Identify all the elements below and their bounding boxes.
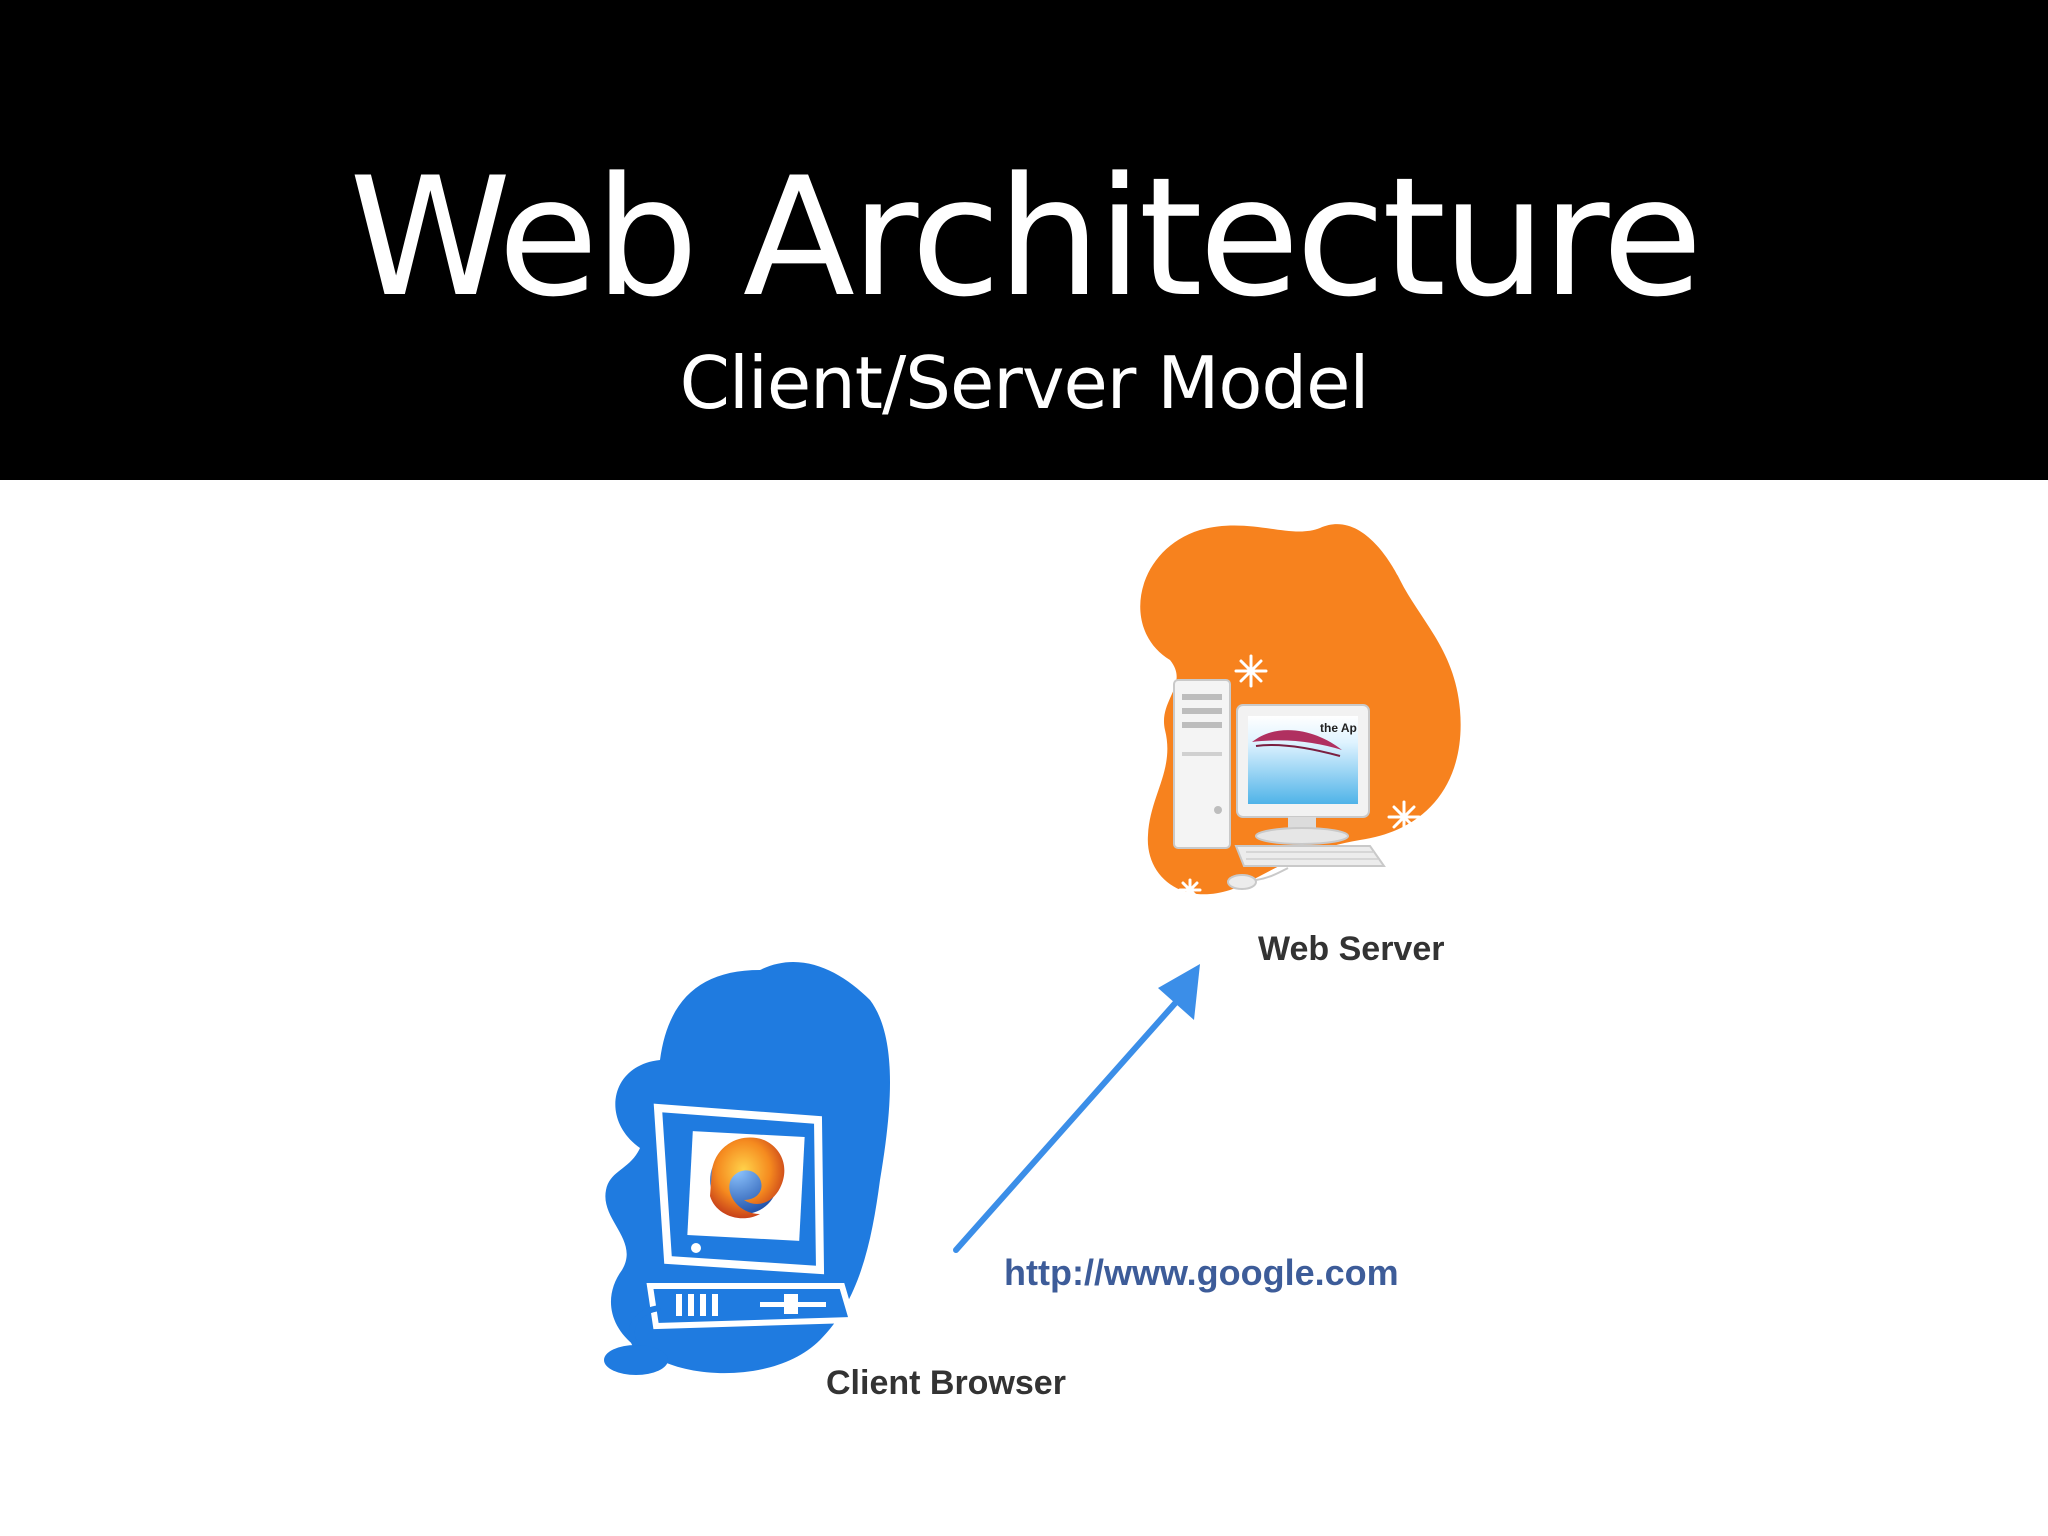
web-server-label: Web Server xyxy=(1258,930,1445,968)
server-computer-icon: the Ap xyxy=(1140,524,1461,902)
slide-subtitle: Client/Server Model xyxy=(679,341,1370,425)
title-banner: Web Architecture Client/Server Model xyxy=(0,0,2048,480)
client-server-diagram: the Ap xyxy=(0,480,2048,1536)
diagram-canvas: the Ap xyxy=(604,524,1461,1375)
request-url-label: http://www.google.com xyxy=(1004,1252,1399,1293)
slide-title: Web Architecture xyxy=(349,142,1703,333)
request-arrow xyxy=(953,964,1200,1253)
client-browser-label: Client Browser xyxy=(826,1364,1066,1402)
screen-logo-text: the Ap xyxy=(1320,721,1357,735)
client-computer-icon xyxy=(604,961,890,1375)
firefox-logo-icon xyxy=(710,1137,785,1219)
sparkle-icon xyxy=(1178,654,1421,902)
